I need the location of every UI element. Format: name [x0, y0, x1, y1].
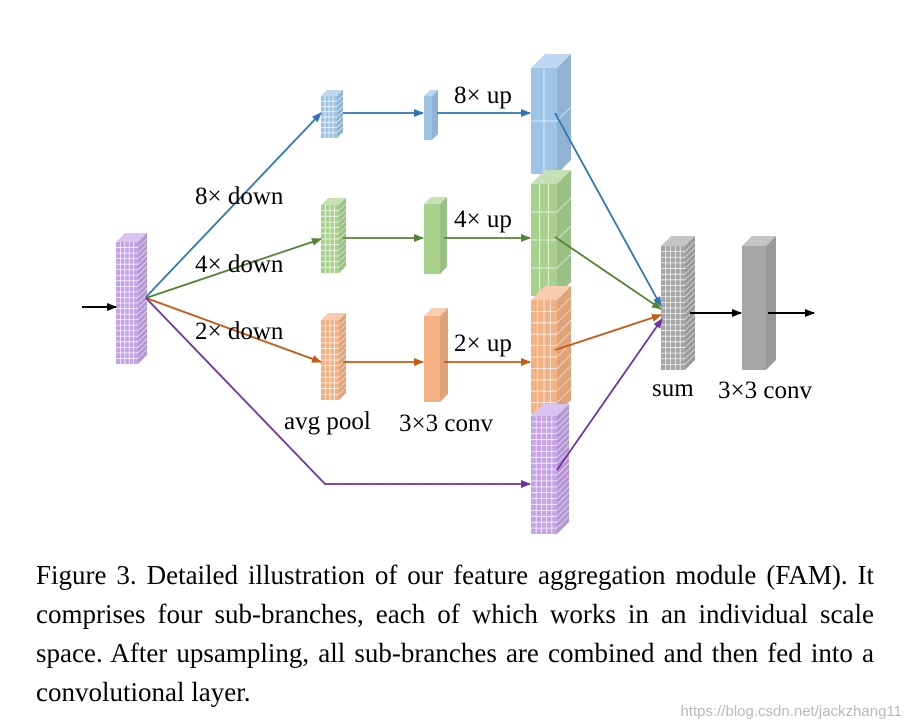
blue-upsampled-block [531, 54, 572, 174]
orange-sum-arrow [554, 314, 662, 351]
purple-sum-arrow [556, 318, 663, 471]
blue-pooled-block [321, 90, 344, 138]
green-sum-arrow [554, 236, 662, 310]
figure-caption: Figure 3. Detailed illustration of our f… [36, 560, 874, 707]
label-output-conv: 3×3 conv [718, 377, 812, 404]
blue-conv-block [424, 90, 438, 140]
label-8x-down: 8× down [195, 183, 284, 210]
green-down-arrow [145, 238, 322, 299]
output-conv-block [742, 236, 776, 370]
orange-conv-block [424, 308, 448, 402]
blue-sum-arrow [554, 112, 662, 307]
label-2x-down: 2× down [195, 318, 284, 345]
blue-down-arrow [145, 112, 322, 298]
green-pooled-block [321, 198, 347, 273]
watermark: https://blog.csdn.net/jackzhang11 [680, 703, 902, 720]
sum-block [661, 236, 696, 370]
orange-down-arrow [145, 297, 322, 363]
green-conv-block [424, 197, 447, 274]
orange-upsampled-block [531, 286, 572, 414]
input-feature-block [116, 233, 148, 364]
green-upsampled-block [531, 170, 572, 296]
label-4x-up: 4× up [454, 206, 512, 233]
orange-pooled-block [321, 313, 347, 400]
label-2x-up: 2× up [454, 330, 512, 357]
purple-skip-arrow [145, 297, 531, 488]
label-4x-down: 4× down [195, 251, 284, 278]
label-8x-up: 8× up [454, 82, 512, 109]
purple-identity-block [531, 404, 570, 534]
label-sum: sum [652, 375, 694, 402]
label-avg-pool: avg pool [284, 408, 371, 435]
fam-diagram: 8× down 4× down 2× down 8× up 4× up 2× u… [82, 54, 815, 534]
label-branch-conv: 3×3 conv [399, 410, 493, 437]
